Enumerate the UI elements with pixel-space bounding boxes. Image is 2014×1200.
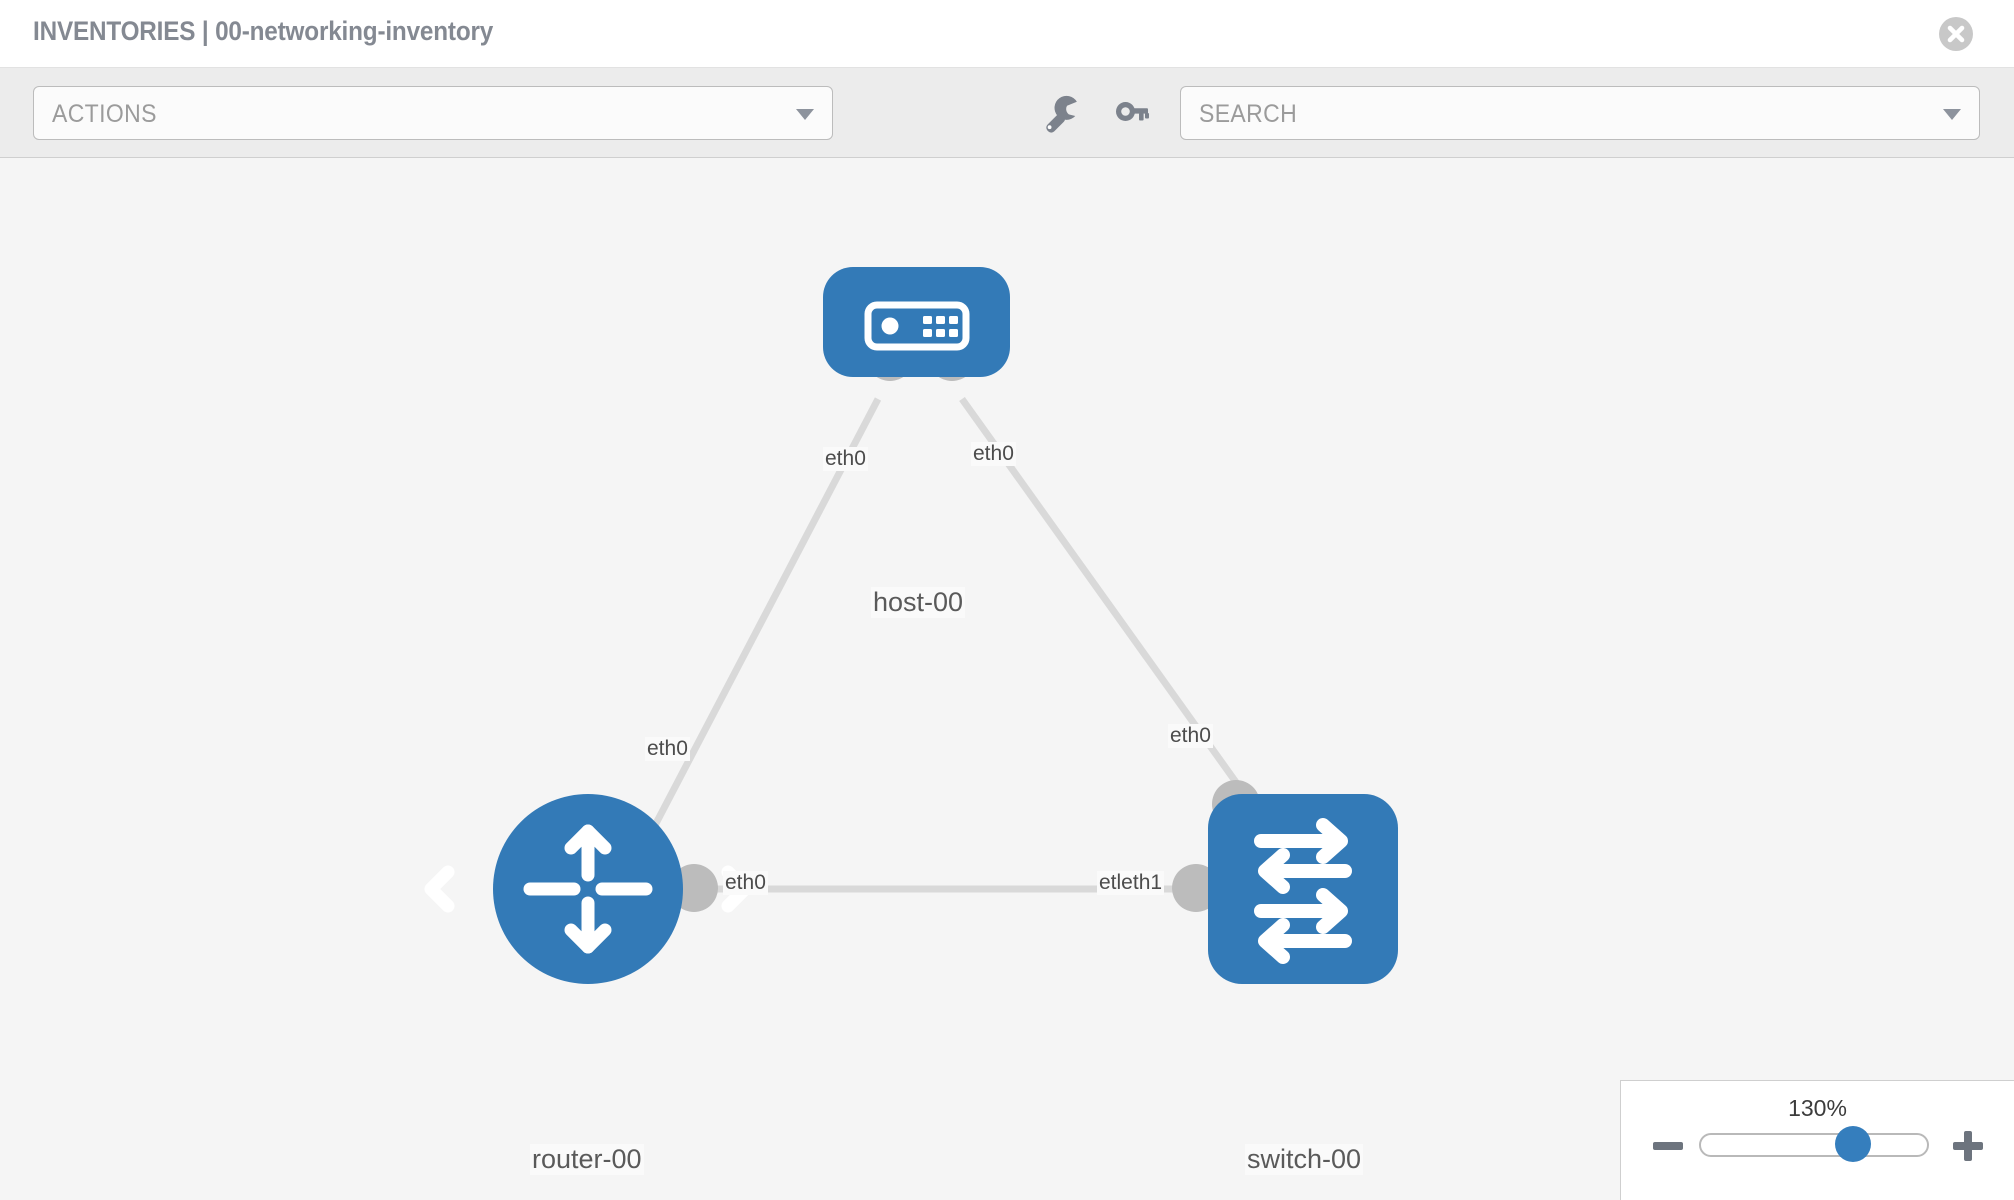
zoom-control-panel: 130% [1620,1080,2014,1200]
zoom-slider-track[interactable] [1699,1133,1929,1157]
link-group [636,396,1251,893]
zoom-out-button[interactable] [1651,1129,1685,1163]
edge-label: eth0 [1168,724,1213,748]
topology-svg [424,267,1398,984]
zoom-level-value: 130% [1788,1095,1847,1121]
zoom-in-button[interactable] [1951,1129,1985,1163]
node-label-router-00: router-00 [530,1144,644,1175]
node-host-00[interactable] [823,267,1010,377]
key-icon[interactable] [1107,92,1151,136]
node-label-host-00: host-00 [871,587,966,618]
edge-label: eth0 [645,737,690,761]
wrench-icon[interactable] [1040,92,1084,136]
topology-canvas[interactable]: eth0 eth0 eth0 eth0 eth0 etleth1 host-00… [0,159,2014,1200]
node-switch-00[interactable] [1208,794,1398,984]
node-label-switch-00: switch-00 [1245,1144,1364,1175]
search-input[interactable]: SEARCH [1180,86,1980,140]
search-placeholder: SEARCH [1199,100,1298,128]
page-title: INVENTORIES | 00-networking-inventory [33,16,494,46]
close-icon[interactable] [1939,17,1973,51]
edge-label: eth0 [723,871,768,895]
chevron-down-icon[interactable] [1943,109,1961,120]
link-host-router[interactable] [636,397,882,856]
title-bar: INVENTORIES | 00-networking-inventory [0,0,2014,68]
actions-dropdown-label: ACTIONS [52,100,157,128]
actions-dropdown[interactable]: ACTIONS [33,86,833,140]
chevron-down-icon [796,109,814,120]
edge-label: eth0 [971,442,1016,466]
zoom-slider-thumb[interactable] [1835,1126,1871,1162]
edge-label: eth0 [823,447,868,471]
edge-label: etleth1 [1097,871,1165,895]
node-router-00[interactable] [424,794,752,984]
